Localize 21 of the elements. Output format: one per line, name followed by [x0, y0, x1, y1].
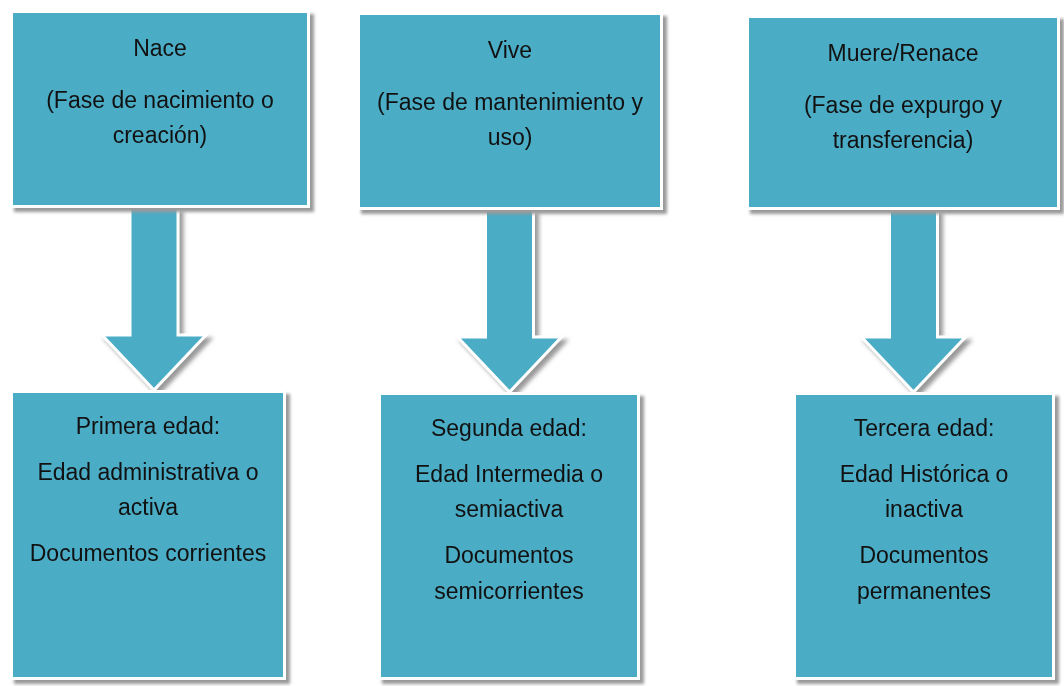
box-heading: Tercera edad:: [853, 414, 995, 443]
box-text: Documentos corrientes: [29, 538, 267, 568]
process-box: [746, 15, 1060, 210]
box-heading: Segunda edad:: [430, 414, 587, 443]
process-box: [378, 392, 640, 680]
box-heading: Nace: [133, 34, 187, 63]
box-heading: Vive: [487, 36, 533, 65]
box-text: Documentos semicorrientes: [433, 540, 585, 606]
box-text: (Fase de nacimiento o creación): [45, 85, 275, 151]
process-box: [793, 392, 1055, 680]
box-text: (Fase de mantenimiento y uso): [376, 87, 644, 153]
process-box: [10, 390, 286, 680]
box-text: Edad administrativa o activa: [36, 457, 260, 523]
process-box: [10, 10, 310, 208]
box-text: Edad Intermedia o semiactiva: [414, 459, 604, 525]
box-text: Documentos permanentes: [855, 540, 993, 606]
box-heading: Primera edad:: [75, 412, 221, 441]
box-text: Edad Histórica o inactiva: [838, 459, 1010, 525]
box-heading: Muere/Renace: [827, 39, 979, 68]
box-text: (Fase de expurgo y transferencia): [802, 90, 1004, 156]
process-box: [357, 12, 663, 210]
